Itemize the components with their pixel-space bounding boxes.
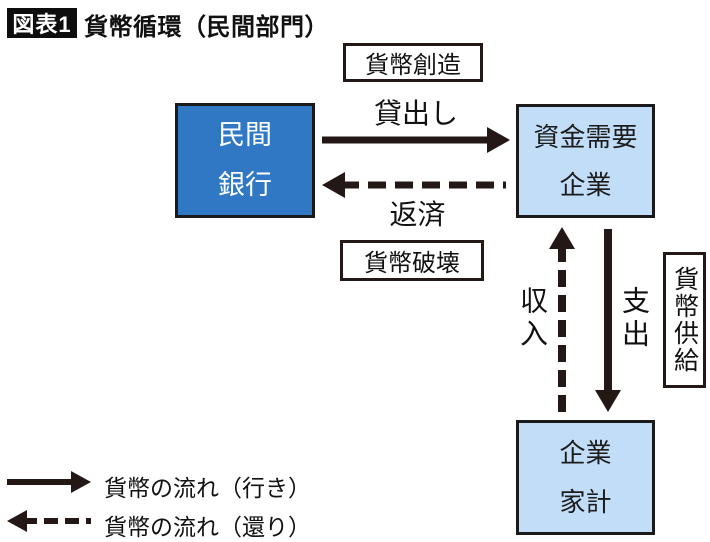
arrow-shaft (604, 229, 612, 394)
node-label-line: 資金需要 (533, 121, 638, 152)
arrowhead-left-icon (7, 510, 27, 532)
node-firms-households: 企業 家計 (516, 420, 655, 535)
expenditure-label: 支出 (619, 286, 650, 352)
arrow-shaft (7, 479, 75, 485)
node-label-line: 企業 (559, 170, 612, 200)
node-label-line: 銀行 (218, 169, 272, 200)
diagram-title: 貨幣循環（民間部門） (84, 14, 329, 41)
arrow-shaft-dashed (558, 245, 566, 417)
arrowhead-up-icon (549, 227, 575, 249)
node-private-bank: 民間 銀行 (175, 103, 315, 218)
arrowhead-right-icon (487, 127, 510, 153)
node-label-line: 企業 (559, 438, 612, 469)
legend-outbound-label: 貨幣の流れ（行き） (104, 475, 311, 501)
arrow-shaft (322, 136, 491, 144)
repayment-arrow-icon (322, 171, 506, 199)
legend-dashed-arrow-icon (7, 508, 91, 534)
money-destruction-label: 貨幣破壊 (340, 240, 484, 281)
figure-number-badge: 図表1 (7, 8, 77, 38)
money-supply-label: 貨幣供給 (663, 252, 706, 388)
legend-return-label: 貨幣の流れ（還り） (104, 514, 311, 540)
arrowhead-left-icon (322, 172, 345, 198)
arrow-shaft-dashed (23, 518, 91, 524)
repayment-label: 返済 (389, 199, 446, 230)
node-firms-funding-demand: 資金需要 企業 (516, 104, 655, 218)
node-label-line: 家計 (559, 486, 612, 517)
legend-solid-arrow-icon (7, 469, 91, 495)
arrowhead-right-icon (71, 471, 91, 493)
node-label-line: 民間 (218, 119, 272, 150)
arrowhead-down-icon (595, 390, 621, 412)
expenditure-arrow-icon (594, 229, 622, 412)
money-creation-label: 貨幣創造 (343, 43, 483, 82)
lending-label: 貸出し (373, 98, 458, 129)
income-arrow-icon (548, 227, 576, 417)
arrow-shaft-dashed (341, 181, 506, 189)
lending-arrow-icon (322, 126, 510, 154)
income-label: 収入 (517, 286, 548, 352)
